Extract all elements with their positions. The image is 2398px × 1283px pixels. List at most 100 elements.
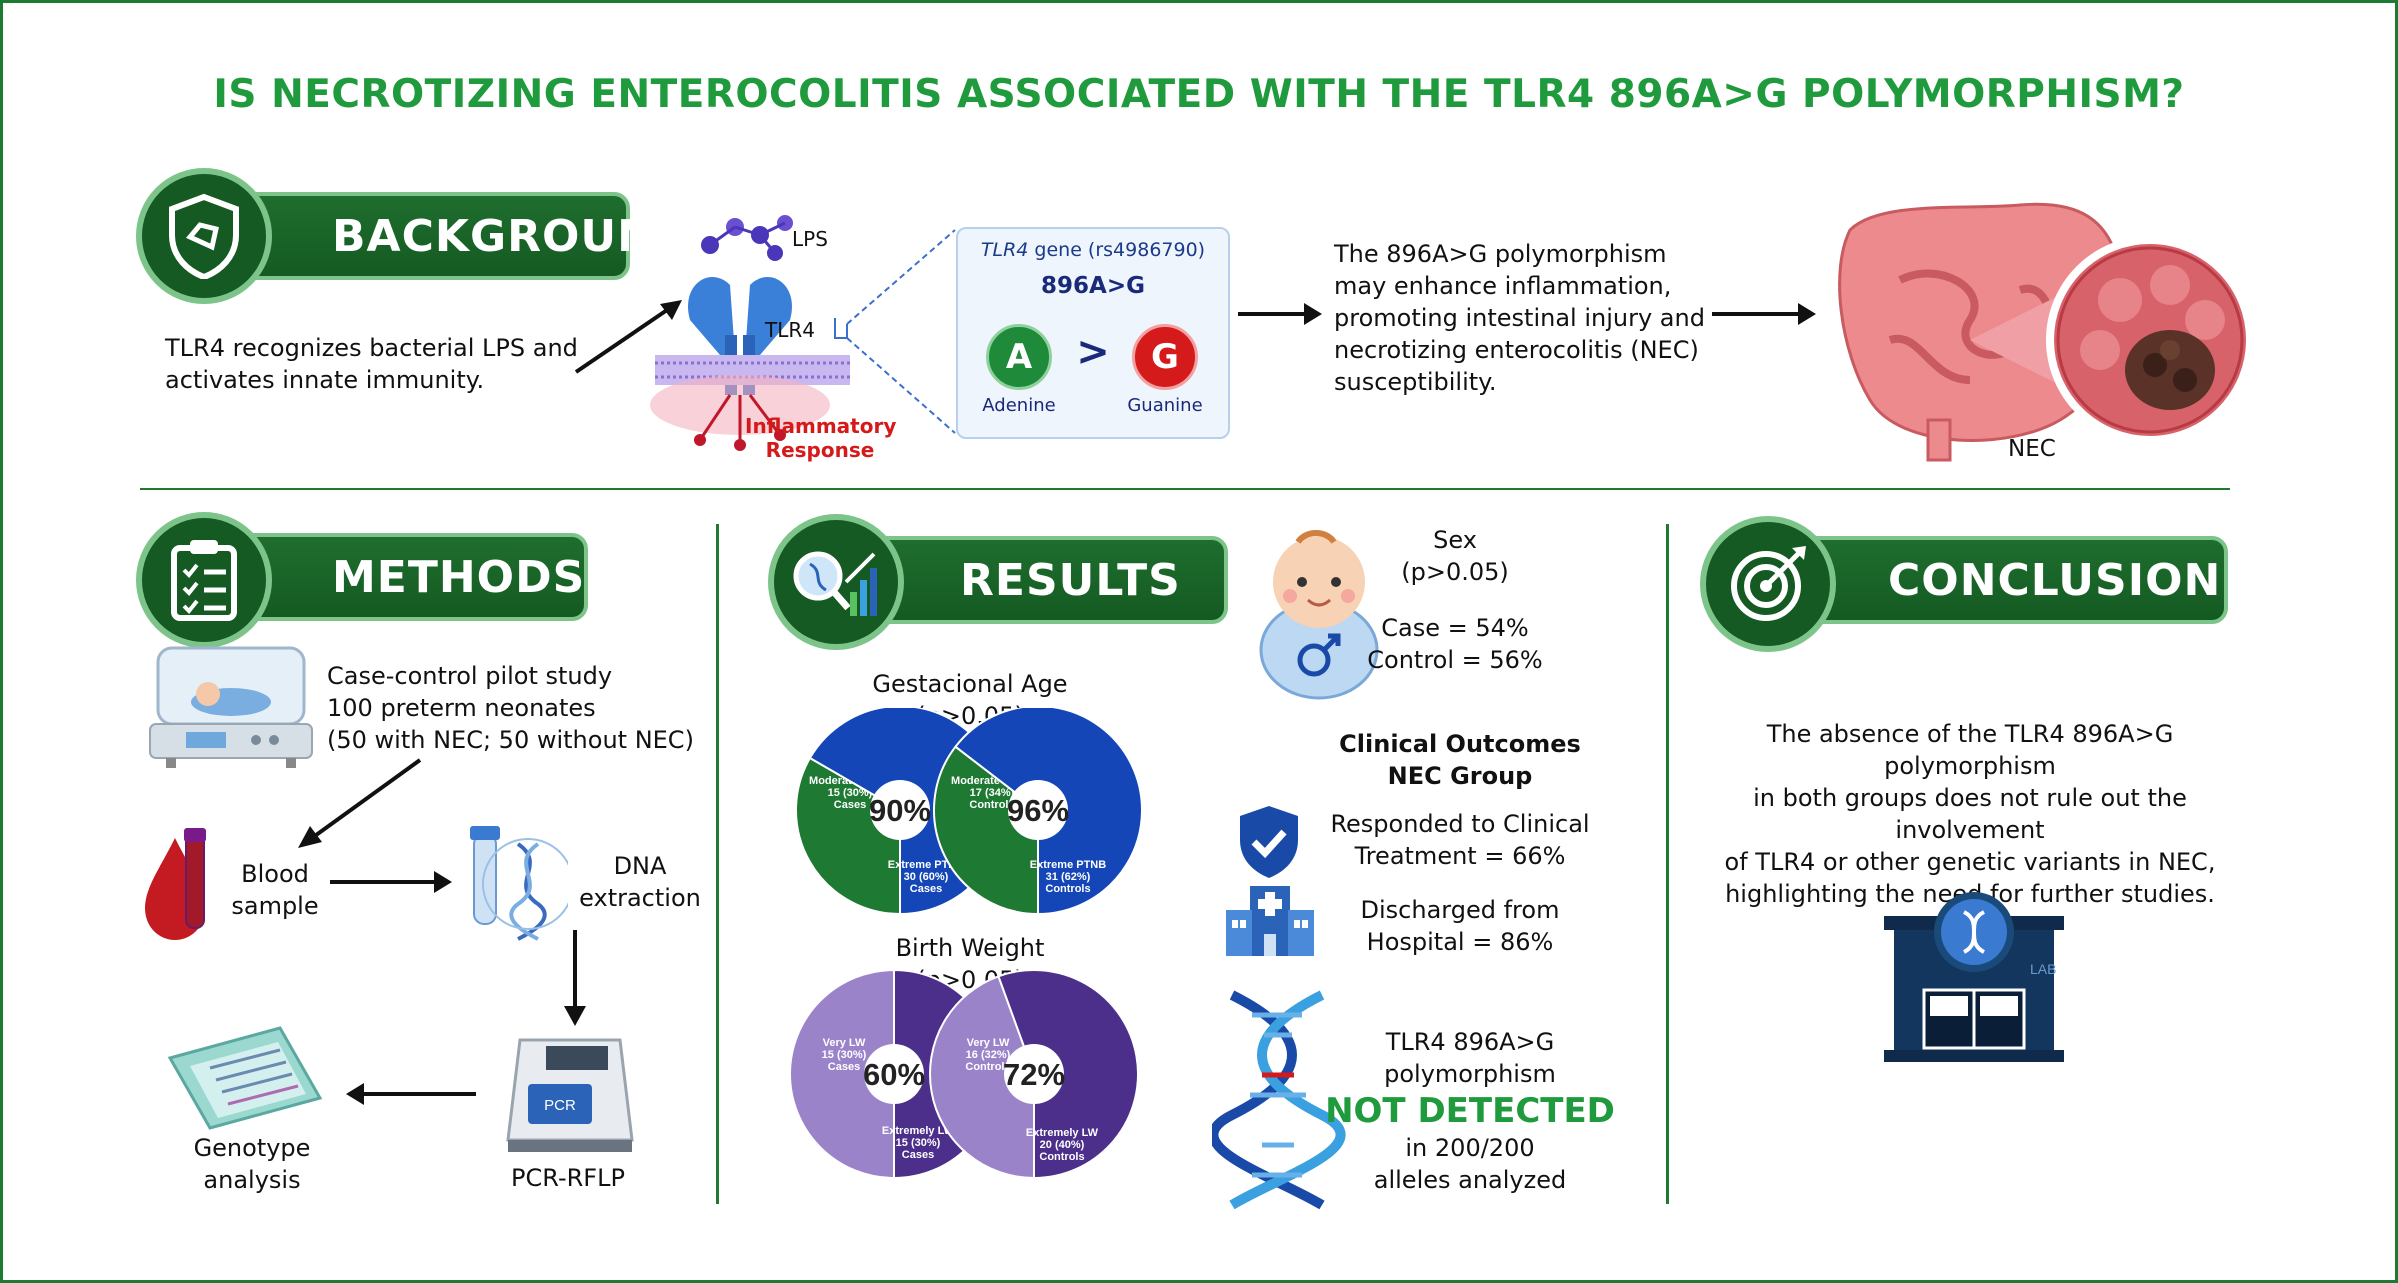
study-line: (50 with NEC; 50 without NEC) — [327, 726, 694, 754]
tlr4-label: TLR4 — [765, 318, 815, 342]
blood-drop-icon — [145, 828, 206, 940]
lps-label: LPS — [792, 227, 828, 251]
pie-center-label: 96% — [1007, 793, 1069, 828]
sex-title-line: Sex — [1433, 526, 1477, 554]
dna-line: DNA — [613, 852, 667, 880]
pie-center — [1008, 780, 1068, 840]
lab-sign: LAB — [2030, 961, 2056, 977]
gene-variant: 896A>G — [1041, 273, 1145, 299]
allele-g-name: Guanine — [1127, 395, 1203, 416]
gel-plate-icon — [167, 1026, 323, 1130]
clinical-outcomes-title: Clinical Outcomes NEC Group — [1310, 728, 1610, 792]
dna-helix-icon — [1212, 990, 1346, 1210]
gestational-age-title: Gestacional Age (p>0.05) — [820, 668, 1120, 732]
genotype-analysis-label: Genotype analysis — [172, 1132, 332, 1196]
arrow-icon — [346, 1083, 476, 1105]
sex-values: Case = 54% Control = 56% — [1350, 612, 1560, 676]
conclusion-line: The absence of the TLR4 896A>G polymorph… — [1766, 720, 2174, 780]
sex-case-value: Case = 54% — [1381, 614, 1529, 642]
section-divider — [140, 488, 2230, 490]
effect-line: susceptibility. — [1334, 368, 1497, 396]
not-detected-label: NOT DETECTED — [1325, 1091, 1615, 1131]
pie-center — [1004, 1044, 1064, 1104]
pie-slice — [933, 745, 1039, 916]
sex-control-value: Control = 56% — [1367, 646, 1543, 674]
callout-lines — [834, 229, 956, 434]
polymorphism-line: alleles analyzed — [1373, 1166, 1567, 1194]
arrow-icon — [1238, 303, 1322, 325]
background-text: TLR4 recognizes bacterial LPS and activa… — [165, 332, 585, 396]
responded-line: Treatment = 66% — [1354, 842, 1566, 870]
polymorphism-result: TLR4 896A>G polymorphism NOT DETECTED in… — [1300, 1026, 1640, 1196]
target-icon — [1700, 516, 1836, 652]
arrow-icon — [330, 871, 452, 893]
nec-label: NEC — [2008, 436, 2056, 462]
sex-title: Sex (p>0.05) — [1360, 524, 1550, 588]
dna-tube-icon — [470, 826, 568, 941]
conclusion-text: The absence of the TLR4 896A>G polymorph… — [1690, 718, 2250, 910]
results-banner: RESULTS — [848, 536, 1228, 624]
study-text: Case-control pilot study 100 preterm neo… — [327, 660, 747, 756]
inflammatory-response-label: Inflammatory Response — [745, 414, 897, 462]
effect-line: promoting intestinal injury and — [1334, 304, 1705, 332]
allele-g-circle: G — [1132, 324, 1198, 390]
allele-arrow: > — [1076, 329, 1110, 375]
pcr-machine-icon: PCR — [506, 1038, 634, 1152]
shield-icon — [136, 168, 272, 304]
pie-slice — [997, 969, 1139, 1180]
polymorphism-line: in 200/200 — [1405, 1134, 1535, 1162]
gene-name: TLR4 — [980, 239, 1029, 261]
blood-sample-label: Blood sample — [220, 858, 330, 922]
dna-extraction-label: DNA extraction — [570, 850, 710, 914]
chart-title: Gestacional Age — [872, 670, 1068, 698]
effect-line: necrotizing enterocolitis (NEC) — [1334, 336, 1699, 364]
magnifier-chart-icon — [768, 514, 904, 650]
conclusion-line: of TLR4 or other genetic variants in NEC… — [1724, 848, 2216, 876]
study-line: Case-control pilot study — [327, 662, 613, 690]
blood-line: Blood — [241, 860, 309, 888]
pie-center — [864, 1044, 924, 1104]
methods-banner: METHODS — [220, 533, 588, 621]
outcomes-title-line: NEC Group — [1387, 762, 1533, 790]
results-heading: RESULTS — [960, 554, 1181, 606]
hospital-icon — [1226, 886, 1314, 956]
tlr4-receptor-icon — [650, 215, 850, 451]
background-text-line: TLR4 recognizes bacterial LPS and — [165, 334, 578, 362]
background-heading: BACKGROUND — [332, 210, 693, 262]
effect-line: The 896A>G polymorphism — [1334, 240, 1667, 268]
pcr-rflp-label: PCR-RFLP — [511, 1164, 625, 1192]
discharged-line: Discharged from — [1360, 896, 1560, 924]
page-title: IS NECROTIZING ENTEROCOLITIS ASSOCIATED … — [213, 72, 2185, 117]
intestine-icon — [1838, 202, 2250, 462]
conclusion-line: in both groups does not rule out the inv… — [1753, 784, 2187, 844]
column-divider — [716, 524, 719, 1204]
arrow-icon — [574, 300, 682, 374]
pie-center-label: 90% — [869, 793, 931, 828]
pie-center-label: 60% — [863, 1057, 925, 1092]
arrow-icon — [564, 930, 586, 1026]
gene-rs: gene (rs4986790) — [1028, 239, 1206, 261]
pie-slice — [789, 968, 895, 1180]
chart-title: Birth Weight — [895, 934, 1045, 962]
allele-a-name: Adenine — [982, 395, 1056, 416]
pie-center-label: 72% — [1003, 1057, 1065, 1092]
pie-center — [870, 780, 930, 840]
genotype-line: analysis — [203, 1166, 301, 1194]
polymorphism-line: TLR4 896A>G polymorphism — [1384, 1028, 1556, 1088]
dna-line: extraction — [579, 884, 701, 912]
clipboard-icon — [136, 512, 272, 648]
inflammatory-line: Inflammatory — [745, 414, 897, 438]
effect-line: may enhance inflammation, — [1334, 272, 1672, 300]
study-line: 100 preterm neonates — [327, 694, 596, 722]
shield-check-icon — [1240, 806, 1298, 878]
sex-pvalue: (p>0.05) — [1401, 558, 1509, 586]
outcomes-title-line: Clinical Outcomes — [1339, 730, 1581, 758]
column-divider — [1666, 524, 1669, 1204]
